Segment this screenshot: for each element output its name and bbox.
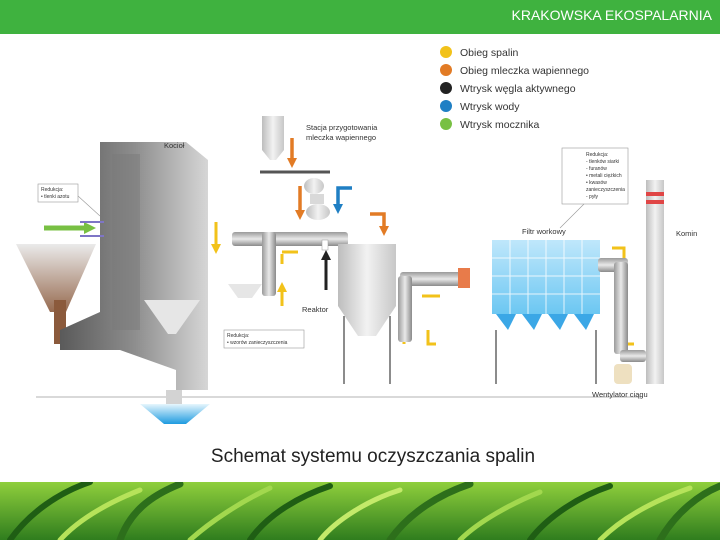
- lime-arrow-boiler: [211, 222, 221, 254]
- legend-swatch: [440, 82, 452, 94]
- callout-reduction-right: Redukcja: - tlenków siarki - furanów • m…: [559, 147, 629, 229]
- callout-line: • wzorów zanieczyszczenia: [227, 340, 288, 346]
- callout-line: Redukcja:: [227, 333, 249, 339]
- flue-gas-diagram: Kocioł Redukcja: • tlenki azotu Stacja p: [0, 34, 720, 434]
- water-tank: [140, 390, 210, 424]
- page-title: KRAKOWSKA EKOSPALARNIA: [511, 7, 712, 23]
- callout-line: Redukcja:: [41, 187, 63, 193]
- legend-label: Wtrysk węgla aktywnego: [460, 83, 576, 95]
- legend-item: Wtrysk wody: [440, 100, 520, 113]
- callout-reduction-mid: Redukcja: • wzorów zanieczyszczenia: [223, 329, 305, 349]
- callout-line: - pyły: [586, 194, 598, 200]
- bag-filter: [492, 240, 600, 384]
- legend-swatch: [440, 64, 452, 76]
- flue-duct-boiler-reactor: [232, 232, 348, 296]
- legend-swatch: [440, 46, 452, 58]
- legend-item: Obieg spalin: [440, 46, 519, 59]
- bag-filter-label: Filtr workowy: [522, 227, 566, 236]
- boiler-label: Kocioł: [164, 141, 185, 150]
- fan-label: Wentylator ciągu: [592, 390, 648, 399]
- lime-preparation-station: [260, 116, 330, 220]
- callout-line: • kwasów: [586, 180, 607, 186]
- callout-line: • tlenki azotu: [41, 194, 70, 200]
- legend-swatch: [440, 100, 452, 112]
- callout-line: - furanów: [586, 166, 607, 172]
- lime-milk-arrows: [287, 138, 389, 236]
- lime-station-label-line2: mleczka wapiennego: [306, 133, 376, 142]
- legend-label: Wtrysk wody: [460, 101, 520, 113]
- legend-item: Wtrysk mocznika: [440, 118, 540, 131]
- reactor-label: Reaktor: [302, 305, 329, 314]
- callout-reduction-left: Redukcja: • tlenki azotu: [37, 183, 101, 217]
- chimney: [646, 180, 664, 384]
- diagram-caption: Schemat systemu oczyszczania spalin: [210, 446, 536, 467]
- boiler: [60, 142, 262, 390]
- grass-banner: [0, 482, 720, 540]
- chimney-label: Komin: [676, 229, 697, 238]
- legend-item: Obieg mleczka wapiennego: [440, 64, 589, 77]
- callout-line: • metali ciężkich: [586, 173, 622, 179]
- callout-line: Redukcja:: [586, 152, 608, 158]
- lime-station-label-line1: Stacja przygotowania: [306, 123, 378, 132]
- carbon-arrow-reactor: [321, 250, 331, 290]
- legend-label: Wtrysk mocznika: [460, 119, 540, 131]
- flue-duct-filter-stack: [598, 258, 646, 384]
- legend-item: Wtrysk węgla aktywnego: [440, 82, 576, 95]
- header-bar: KRAKOWSKA EKOSPALARNIA: [0, 0, 720, 34]
- urea-injection-arrows: [44, 221, 104, 237]
- callout-line: - tlenków siarki: [586, 159, 619, 165]
- flue-duct-reactor-filter: [398, 268, 470, 342]
- legend-label: Obieg mleczka wapiennego: [460, 65, 589, 77]
- water-arrow-reactor: [333, 186, 352, 214]
- callout-line: zanieczyszczenia: [586, 187, 625, 193]
- reactor: [338, 244, 396, 384]
- legend-swatch: [440, 118, 452, 130]
- legend: Obieg spalin Obieg mleczka wapiennego Wt…: [440, 46, 589, 131]
- legend-label: Obieg spalin: [460, 47, 519, 59]
